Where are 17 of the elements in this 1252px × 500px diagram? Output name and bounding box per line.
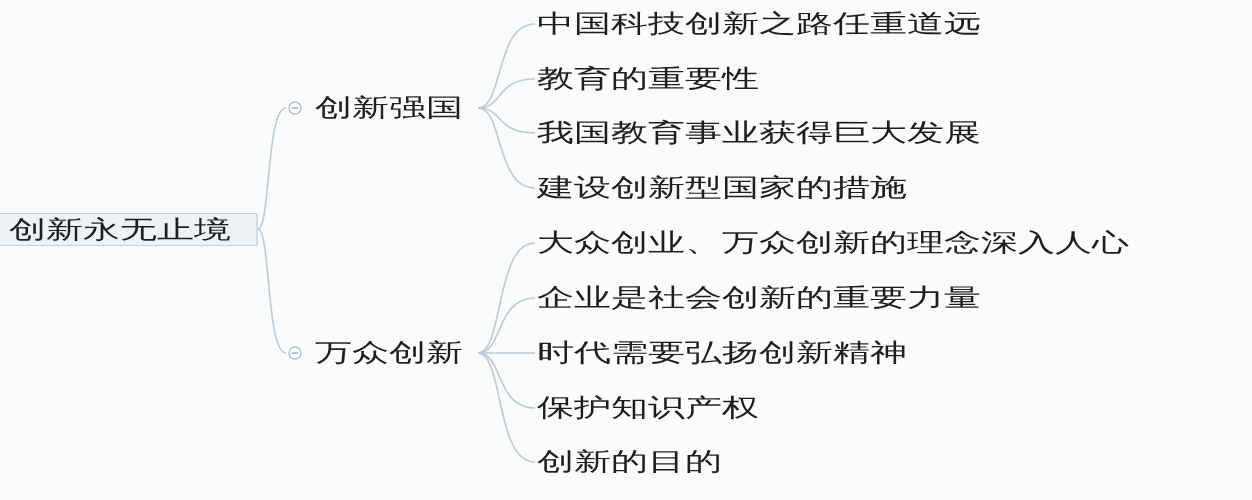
topic-label: 企业是社会创新的重要力量	[537, 283, 981, 313]
topic-label: 时代需要弘扬创新精神	[537, 338, 907, 368]
topic-label: 我国教育事业获得巨大发展	[537, 118, 981, 148]
connector-line	[477, 352, 536, 463]
topic-label: 保护知识产权	[537, 393, 759, 423]
connector-line	[477, 107, 536, 189]
topic-label: 创新强国	[315, 93, 463, 123]
connector-line	[257, 228, 287, 354]
connector-line	[257, 107, 287, 230]
root-topic-box: 创新永无止境	[0, 212, 258, 246]
topic-label: 万众创新	[315, 338, 463, 368]
topic-label: 建设创新型国家的措施	[537, 173, 907, 203]
topic-label: 中国科技创新之路任重道远	[537, 9, 981, 39]
topic-label: 大众创业、万众创新的理念深入人心	[537, 228, 1129, 258]
connector-line	[477, 107, 536, 134]
topic-label: 教育的重要性	[537, 64, 759, 94]
topic-label: 创新的目的	[537, 447, 722, 477]
